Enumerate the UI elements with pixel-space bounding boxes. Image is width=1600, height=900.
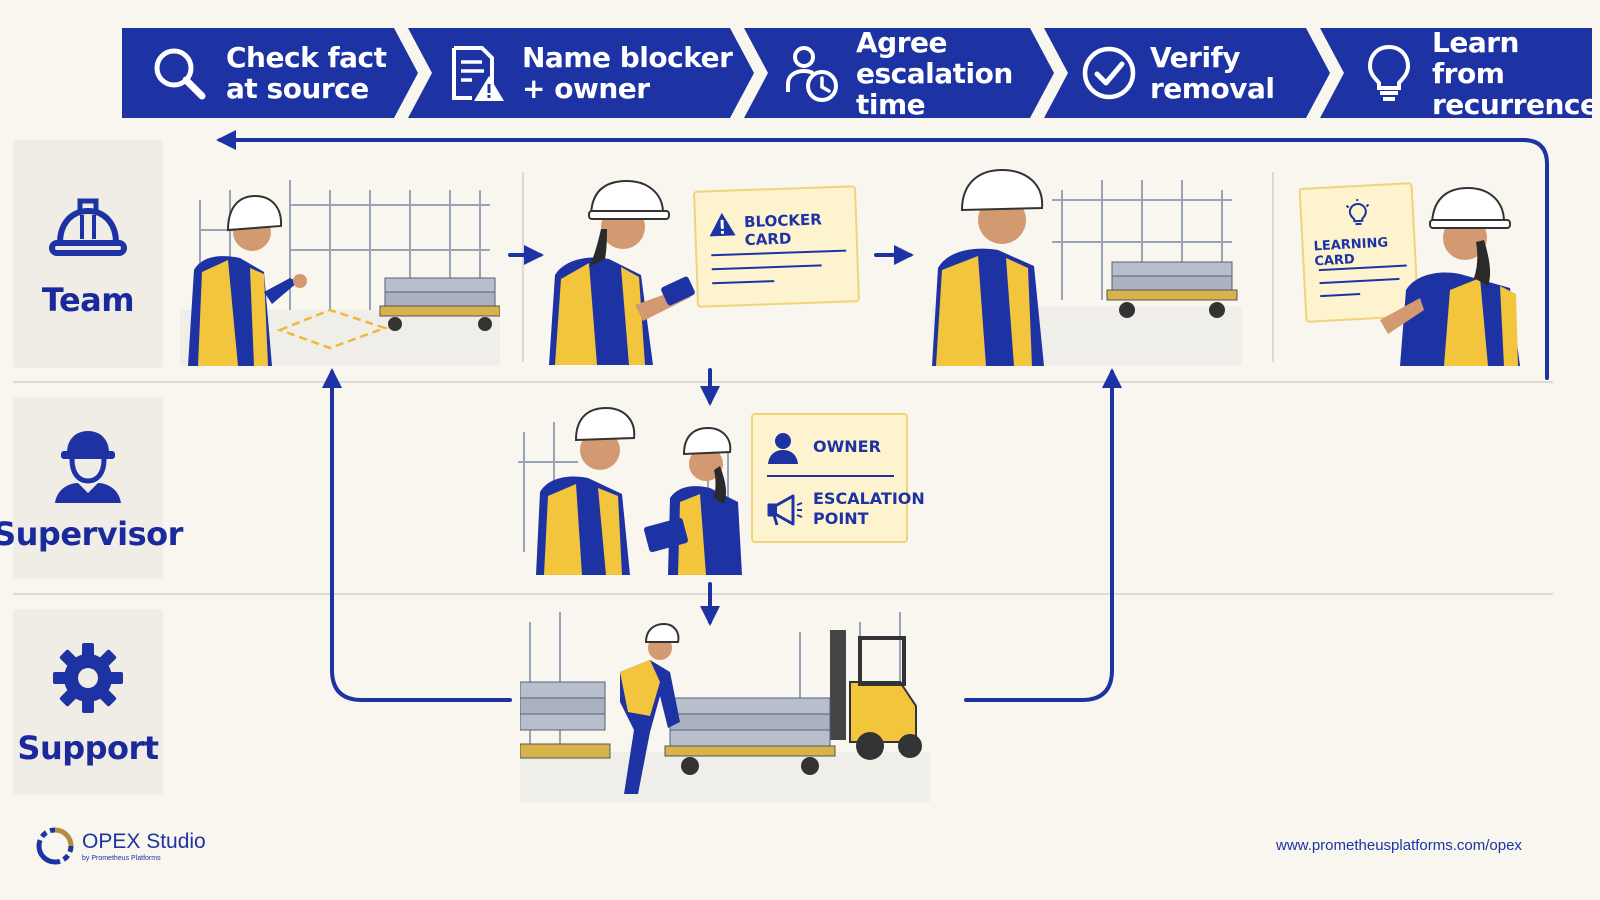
arrow-support-to-verify [964,368,1122,702]
step-verify-removal: Verify removal [1044,28,1330,118]
team-worker-reviewing [1380,186,1520,366]
owner-label: OWNER [813,437,881,456]
card-line [711,264,822,271]
supervisor-icon [55,431,121,503]
hard-hat-icon [49,198,127,256]
team-worker-tablet [549,179,695,365]
brand: OPEX Studio by Prometheus Platforms [36,827,206,865]
step-check-fact: Check fact at source [122,28,418,118]
arrow-support-to-check [322,368,512,702]
lane-label: Support [17,729,159,767]
lane-supervisor: Supervisor [0,397,183,579]
support-worker [620,622,680,794]
person-clock-icon [782,42,844,104]
team-worker [932,168,1044,366]
step-label: Verify removal [1150,41,1275,105]
scene-name-blocker [549,179,695,365]
brand-subtitle: by Prometheus Platforms [82,854,161,862]
step-label: Learn from recurrence [1432,25,1599,121]
lane-support: Support [13,609,163,795]
team-worker-tablet [643,426,742,575]
material-cart [664,697,836,775]
step-label: Name blocker + owner [522,41,733,105]
scene-support-remove [520,612,930,802]
document-warning-icon [446,42,508,104]
footer-url[interactable]: www.prometheusplatforms.com/opex [1276,837,1522,854]
lane-divider [13,381,1553,383]
lane-divider [13,593,1553,595]
lane-label: Team [41,281,135,319]
lightbulb-icon [1367,44,1411,101]
scene-supervisor-agree [518,406,742,575]
scene-learn-recurrence [1380,186,1520,366]
card-line [711,249,847,257]
lane-label: Supervisor [0,515,183,553]
lane-team: Team [13,140,163,368]
owner-escalation-card: OWNER ESCALATION POINT [751,413,925,543]
scene-check-source [180,180,500,366]
card-divider [767,475,894,477]
step-agree-escalation: Agree escalation time [744,28,1054,118]
step-learn-recurrence: Learn from recurrence [1320,28,1592,118]
step-name-blocker: Name blocker + owner [408,28,754,118]
opex-logo-icon [36,827,74,865]
gear-icon [53,643,123,713]
card-line [1320,292,1361,298]
process-steps: Check fact at source Name blocker + owne… [122,28,1592,118]
warning-icon [709,212,736,237]
person-icon [768,433,798,464]
escalation-label: ESCALATION POINT [813,489,925,528]
forklift [830,630,922,760]
steel-stack [520,681,611,759]
supervisor-worker [536,406,636,575]
check-circle-icon [1078,42,1140,104]
scene-verify-removal [932,168,1242,366]
step-label: Agree escalation time [856,25,1013,121]
megaphone-icon [767,494,803,526]
magnifier-icon [148,42,210,104]
brand-name: OPEX Studio [82,829,206,853]
card-line [712,280,775,285]
blocker-card: BLOCKER CARD [693,185,860,308]
step-label: Check fact at source [226,41,387,105]
blocker-card-title: BLOCKER CARD [743,210,823,250]
